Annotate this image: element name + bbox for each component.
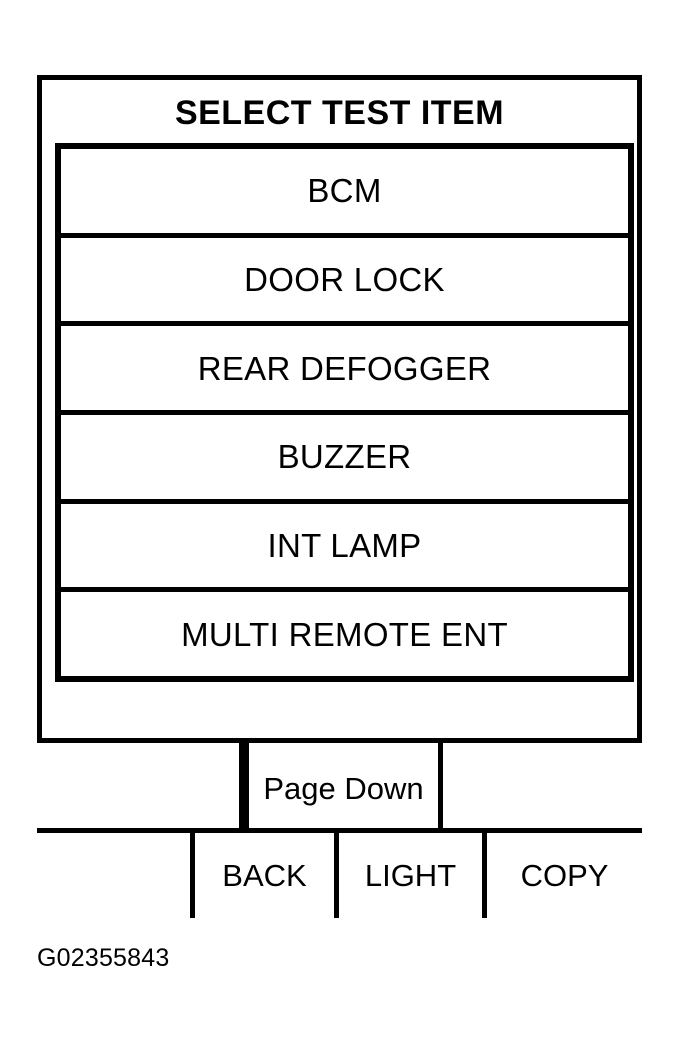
menu-item-label: INT LAMP (267, 527, 422, 565)
softkey-label: BACK (222, 858, 307, 893)
menu-item-rear-defogger[interactable]: REAR DEFOGGER (61, 326, 628, 416)
softkey-page-down[interactable]: Page Down (244, 743, 443, 833)
menu-item-multi-remote-ent[interactable]: MULTI REMOTE ENT (61, 592, 628, 677)
menu-item-label: MULTI REMOTE ENT (181, 615, 508, 653)
menu-item-bcm[interactable]: BCM (61, 149, 628, 238)
scan-tool-device-frame: SELECT TEST ITEM BCM DOOR LOCK REAR DEFO… (37, 75, 642, 918)
screen-title: SELECT TEST ITEM (174, 94, 505, 132)
softkey-row-bottom: BACK LIGHT COPY (37, 828, 642, 918)
menu-item-label: DOOR LOCK (244, 261, 445, 298)
menu-item-int-lamp[interactable]: INT LAMP (61, 503, 628, 593)
softkey-row-top: Page Down (37, 738, 642, 833)
softkey-empty-top-right[interactable] (443, 743, 642, 833)
softkey-label: Page Down (263, 770, 424, 806)
softkey-light[interactable]: LIGHT (339, 833, 487, 918)
softkey-copy[interactable]: COPY (487, 833, 642, 918)
softkey-back[interactable]: BACK (195, 833, 339, 918)
menu-item-label: REAR DEFOGGER (197, 349, 492, 387)
softkey-label: LIGHT (364, 858, 457, 893)
softkey-area: Page Down BACK LIGHT COPY (37, 738, 642, 918)
menu-item-label: BCM (307, 172, 382, 210)
test-item-menu-list: BCM DOOR LOCK REAR DEFOGGER BUZZER INT L… (55, 143, 634, 682)
softkey-empty-bottom-left[interactable] (37, 833, 195, 918)
softkey-label: COPY (520, 858, 609, 893)
menu-item-label: BUZZER (277, 438, 412, 476)
softkey-empty-top-left[interactable] (37, 743, 244, 833)
menu-item-door-lock[interactable]: DOOR LOCK (61, 237, 628, 327)
figure-caption: G02355843 (37, 944, 170, 972)
menu-item-buzzer[interactable]: BUZZER (61, 415, 628, 504)
